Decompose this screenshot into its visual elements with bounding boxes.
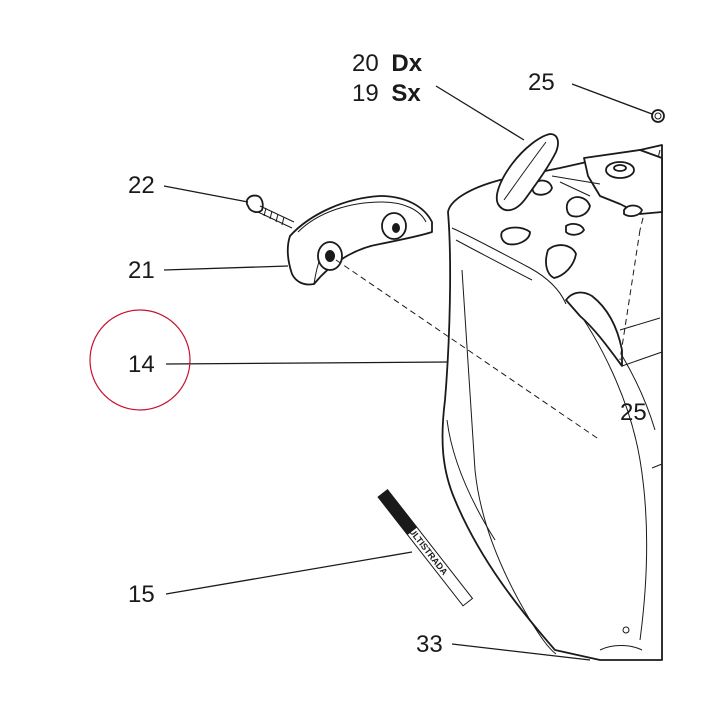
highlight-circle xyxy=(89,309,191,411)
callout-19: 19 Sx xyxy=(352,80,421,107)
assembly-axis-line xyxy=(335,259,601,441)
callout-20-suffix: Dx xyxy=(391,50,422,77)
callout-25-right: 25 xyxy=(620,399,647,426)
end-cap-part xyxy=(286,195,433,286)
callout-25-top: 25 xyxy=(528,69,555,96)
callout-22: 22 xyxy=(128,172,155,199)
screw-25-top-part xyxy=(651,109,665,123)
leader-lines xyxy=(163,83,653,661)
callout-19-number: 19 xyxy=(352,80,379,107)
callout-19-suffix: Sx xyxy=(391,80,421,107)
callout-21: 21 xyxy=(128,257,155,284)
callout-20-number: 20 xyxy=(352,50,379,77)
callout-20: 20 Dx xyxy=(352,50,423,77)
side-panel-part xyxy=(441,144,663,661)
decal-text: DUCATI MULTISTRADA xyxy=(380,492,450,577)
screw-22-part xyxy=(245,194,295,229)
top-crop-mask xyxy=(340,0,450,54)
callout-14: 14 xyxy=(128,351,155,378)
callout-15: 15 xyxy=(128,581,155,608)
callout-33: 33 xyxy=(416,631,443,658)
lever-knob-part xyxy=(495,133,559,212)
